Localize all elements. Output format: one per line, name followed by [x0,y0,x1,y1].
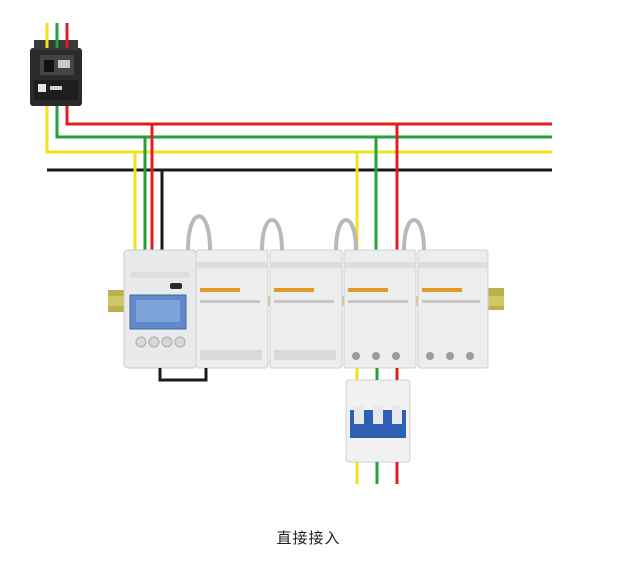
expansion-module-3 [343,249,417,369]
phase-a-bus [45,106,552,154]
main-breaker-icon [30,40,82,106]
lcd-display-icon [129,294,187,330]
expansion-modules [195,249,489,369]
phase-b-bus [55,106,552,139]
busbar-wires [45,23,552,172]
link-cable [158,368,208,382]
diagram-caption: 直接接入 [276,529,341,547]
meter-main-unit [123,249,197,369]
expansion-module-1 [195,249,269,369]
expansion-module-4 [417,249,489,369]
breaker-supply-wires [355,124,399,250]
ct-loops [186,214,426,251]
phase-c-bus [65,106,552,126]
meter-buttons [135,336,186,348]
expansion-module-2 [269,249,343,369]
miniature-breaker-icon [345,379,411,463]
breaker-output-wires [355,368,399,484]
meter-supply-wires [133,124,164,250]
